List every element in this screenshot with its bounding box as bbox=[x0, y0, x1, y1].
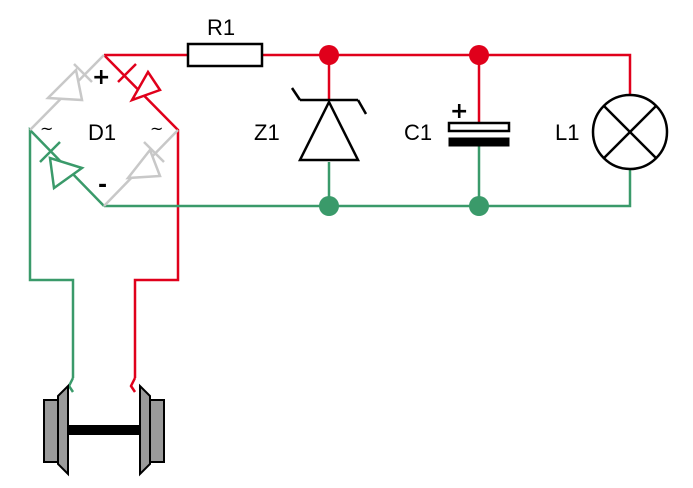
bridge-label: D1 bbox=[88, 120, 116, 145]
resistor-r1: R1 bbox=[186, 15, 264, 68]
diode-active-positive bbox=[117, 63, 162, 103]
diode-inactive-bottom-right bbox=[103, 129, 179, 207]
diode-inactive-top-left bbox=[29, 54, 105, 131]
ac-left-symbol: ~ bbox=[40, 119, 53, 138]
capacitor-plus-symbol: + bbox=[450, 99, 468, 124]
wheelset-icon bbox=[43, 383, 165, 477]
capacitor-label: C1 bbox=[404, 120, 432, 145]
lamp-label: L1 bbox=[555, 120, 579, 145]
zener-diode-z1 bbox=[290, 87, 368, 162]
junction-negative-zener bbox=[319, 196, 339, 216]
ac-right-symbol: ~ bbox=[150, 119, 163, 138]
junction-positive-zener bbox=[319, 45, 339, 65]
bridge-plus-symbol: + bbox=[92, 65, 110, 90]
zener-label: Z1 bbox=[254, 120, 280, 145]
junction-negative-capacitor bbox=[469, 196, 489, 216]
resistor-label: R1 bbox=[207, 15, 235, 40]
junction-dots bbox=[319, 45, 489, 216]
negative-wiring bbox=[28, 126, 632, 393]
diode-active-negative bbox=[39, 141, 85, 191]
capacitor-c1: + C1 bbox=[404, 99, 511, 147]
positive-wiring bbox=[103, 53, 632, 393]
bridge-minus-symbol: - bbox=[98, 173, 107, 198]
bridge-rectifier-d1: + - ~ ~ D1 bbox=[29, 54, 179, 207]
lamp-cross-icon bbox=[591, 93, 669, 171]
junction-positive-capacitor bbox=[469, 45, 489, 65]
